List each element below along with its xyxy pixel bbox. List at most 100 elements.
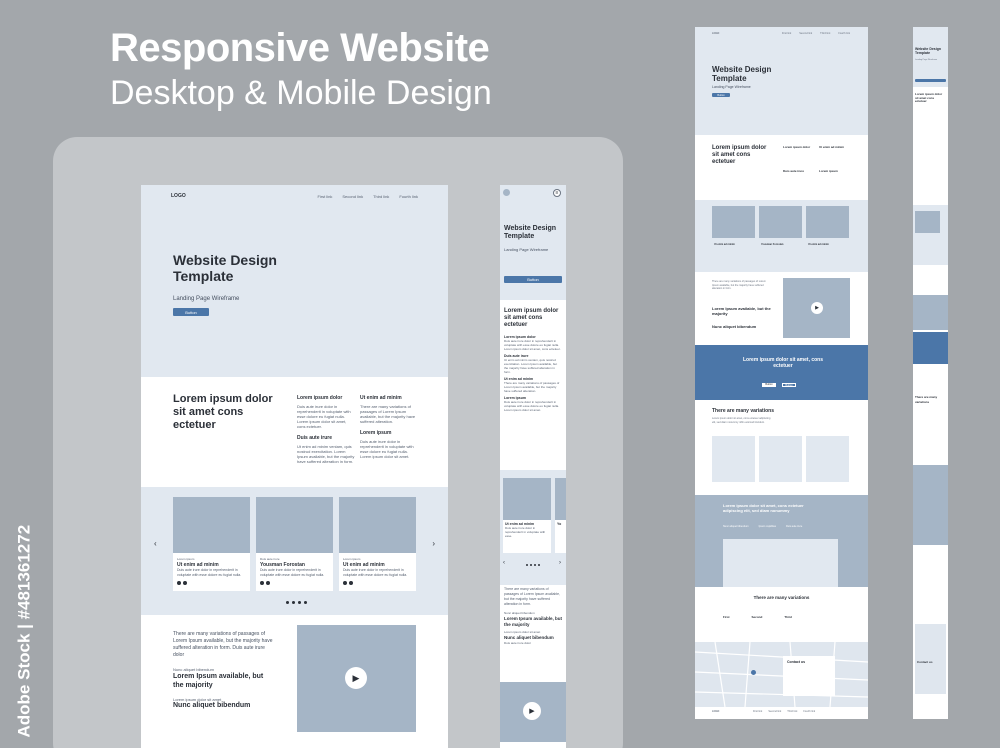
p2-video-player[interactable]: ▶	[783, 278, 850, 338]
desktop-hero: Website Design Template Landing Page Wir…	[141, 207, 448, 377]
play-icon[interactable]: ▶	[345, 667, 367, 689]
p2-nav-link[interactable]: Fourth link	[838, 32, 850, 35]
p2-footer: LOGO First link Second link Third link F…	[695, 707, 868, 719]
card-body: Lorem ipsum Ut enim ad minim Duis aute i…	[173, 553, 250, 589]
p2-cta-band: Lorem ipsum dolor sit amet, cons ectetue…	[695, 345, 868, 400]
video-kicker: Nunc aliquet bibendum	[173, 667, 214, 672]
p3-contact-title: Contact us	[917, 660, 933, 664]
p3-card-image[interactable]	[915, 211, 940, 233]
mobile-card[interactable]: Ut enim ad minim Duis aute irure dolor i…	[503, 478, 551, 553]
card-social-icons	[343, 581, 412, 585]
carousel-card[interactable]: Lorem ipsum Ut enim ad minim Duis aute i…	[173, 497, 250, 591]
p2-band-button-2[interactable]: Button	[782, 383, 796, 387]
carousel-dot[interactable]	[292, 601, 295, 604]
desktop-nav-links: First link Second link Third link Fourth…	[318, 194, 419, 199]
carousel-dot[interactable]	[534, 564, 536, 566]
card-title: Yousman Forostan	[260, 562, 305, 568]
desktop-features: Lorem ipsum dolor sit amet cons ectetuer…	[141, 377, 448, 487]
carousel-card[interactable]: Duis aute irure Yousman Forostan Duis au…	[256, 497, 333, 591]
carousel-dot[interactable]	[286, 601, 289, 604]
social-icon[interactable]	[343, 581, 347, 585]
p2-hero-button[interactable]: Button	[712, 93, 730, 97]
p2-footer-link[interactable]: Third link	[787, 710, 798, 713]
video-player[interactable]: ▶	[297, 625, 416, 732]
carousel-dot[interactable]	[298, 601, 301, 604]
mobile-h4: Lorem ipsum	[504, 396, 526, 400]
p2-grey-title: Lorem ipsum dolor sit amet, cons ectetue…	[723, 503, 804, 513]
features-col2-p2: Duis aute irure dolor in reprehenderit i…	[360, 439, 414, 459]
play-icon[interactable]: ▶	[523, 702, 541, 720]
mobile-h5: Lorem Ipsum available, but the majority	[504, 616, 563, 627]
mobile-card-image	[555, 478, 566, 520]
desktop-hero-button[interactable]: Button	[173, 308, 209, 316]
video-heading-1: Lorem Ipsum available, but the majority	[173, 673, 264, 689]
card-image	[173, 497, 250, 553]
p2-card-image[interactable]	[712, 206, 755, 238]
p2-nav-link[interactable]: First link	[781, 32, 792, 35]
carousel-dot[interactable]	[530, 564, 532, 566]
p2-card-image[interactable]	[806, 206, 849, 238]
carousel-dot[interactable]	[304, 601, 307, 604]
mobile-p4: Duis aute irure dolor in reprehenderit i…	[504, 400, 560, 412]
mobile-prev-icon[interactable]: ‹	[503, 560, 505, 566]
p2-variation-card[interactable]	[712, 436, 755, 482]
p2-footer-link[interactable]: Fourth link	[803, 710, 816, 713]
p2-card-title: Ut enim ad minim	[808, 243, 829, 246]
carousel-card[interactable]: Lorem ipsum Ut enim ad minim Duis aute i…	[339, 497, 416, 591]
social-icon[interactable]	[266, 581, 270, 585]
p2-band-button-1[interactable]: Button	[762, 383, 776, 387]
p2-card-image[interactable]	[759, 206, 802, 238]
carousel-dot[interactable]	[538, 564, 540, 566]
mobile-h1: Lorem ipsum dolor	[504, 335, 536, 339]
nav-link-4[interactable]: Fourth link	[399, 193, 418, 199]
play-icon[interactable]: ▶	[811, 302, 823, 314]
carousel-prev-icon[interactable]: ‹	[154, 539, 157, 548]
stock-side-label: Adobe Stock | #481361272	[12, 515, 34, 740]
mobile-hero-button[interactable]: Button	[504, 276, 562, 283]
p2-nav-link[interactable]: Third link	[820, 32, 831, 35]
card-kicker: Lorem ipsum	[177, 557, 195, 561]
mobile-menu-icon[interactable]: ≡	[553, 189, 561, 197]
mobile-next-icon[interactable]: ›	[559, 560, 561, 566]
p2-variations-title: There are many variations	[712, 408, 774, 414]
social-icon[interactable]	[349, 581, 353, 585]
p2-footer-link[interactable]: Second link	[768, 710, 782, 713]
p2-h2: Ut enim ad minim	[819, 145, 845, 149]
p2-pricing-col: Second	[751, 615, 763, 619]
p2-footer-link[interactable]: First link	[753, 710, 763, 713]
desktop-logo[interactable]: LOGO	[171, 193, 186, 199]
p2-variation-card[interactable]	[759, 436, 802, 482]
stock-side-text: Adobe Stock | #481361272	[14, 524, 34, 738]
p2-pricing: There are many variations First Second T…	[695, 587, 868, 642]
social-icon[interactable]	[177, 581, 181, 585]
mobile-logo-icon[interactable]	[503, 189, 510, 196]
features-col2-h1: Ut enim ad minim	[360, 395, 402, 401]
p2-logo[interactable]: LOGO	[712, 32, 720, 35]
p2-h4: Lorem ipsum	[819, 169, 838, 173]
p3-carousel	[913, 205, 948, 265]
mobile-p1: Duis aute irure dolor in reprehenderit i…	[504, 339, 561, 351]
mobile-card[interactable]: Yo	[555, 478, 566, 553]
social-icon[interactable]	[260, 581, 264, 585]
headline-subtitle: Desktop & Mobile Design	[110, 74, 492, 112]
p2-footer-logo[interactable]: LOGO	[712, 710, 720, 713]
card-body: Duis aute irure Yousman Forostan Duis au…	[256, 553, 333, 589]
p2-variation-card[interactable]	[806, 436, 849, 482]
mobile-hero-title: Website Design Template	[504, 225, 556, 240]
map-pin-icon[interactable]	[751, 670, 756, 675]
nav-link-1[interactable]: First link	[317, 193, 333, 199]
carousel-dot[interactable]	[526, 564, 528, 566]
mobile-video-player[interactable]: ▶	[500, 682, 566, 742]
features-col1-p1: Duis aute irure dolor in reprehenderit i…	[297, 404, 351, 429]
card-kicker: Lorem ipsum	[343, 557, 361, 561]
p3-hero-button[interactable]	[915, 79, 946, 82]
nav-link-2[interactable]: Second link	[342, 193, 364, 199]
card-social-icons	[177, 581, 246, 585]
social-icon[interactable]	[183, 581, 187, 585]
p2-nav-link[interactable]: Second link	[799, 32, 813, 35]
carousel-next-icon[interactable]: ›	[432, 539, 435, 548]
p2-video: There are many variations of passages of…	[695, 272, 868, 345]
p3-video-player[interactable]	[913, 295, 948, 330]
nav-link-3[interactable]: Third link	[373, 193, 390, 199]
card-social-icons	[260, 581, 329, 585]
